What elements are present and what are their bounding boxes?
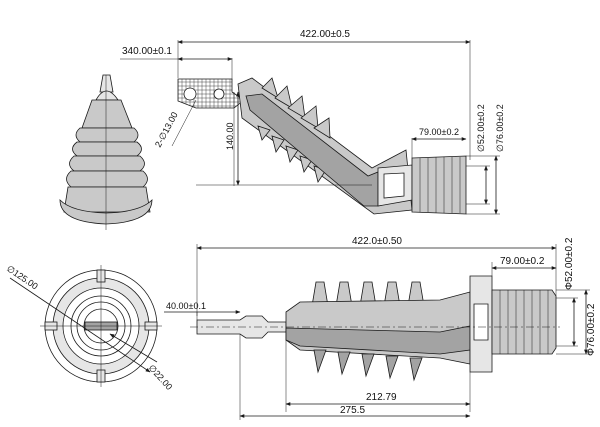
top-end-length-label: 79.00±0.2 xyxy=(419,127,459,137)
bottom-overall-length-label: 422.0±0.50 xyxy=(352,236,402,247)
top-offset-length-label: 340.00±0.1 xyxy=(122,46,172,57)
straight-section-view xyxy=(190,275,560,382)
end-inner-diameter-label: ∅22.00 xyxy=(147,363,175,392)
top-height-label: 140.00 xyxy=(225,122,235,150)
top-hole-spec-label: 2-∅13.00 xyxy=(153,110,180,149)
bottom-end-length-label: 79.00±0.2 xyxy=(500,256,545,267)
side-view xyxy=(59,74,153,230)
top-dimension-lines xyxy=(120,40,500,215)
elbow-section-view xyxy=(177,77,467,215)
top-inner-diameter-label: ∅52.00±0.2 xyxy=(476,104,486,152)
top-outer-diameter-label: ∅76.00±0.2 xyxy=(495,104,505,152)
end-outer-diameter-label: ∅125.00 xyxy=(5,263,40,291)
bottom-body-length-2-label: 275.5 xyxy=(340,405,365,416)
end-view xyxy=(9,265,162,387)
bottom-inner-diameter-label: Φ52.00±0.2 xyxy=(564,237,575,290)
bottom-outer-diameter-label: Φ76.00±0.2 xyxy=(586,303,597,356)
bottom-body-length-1-label: 212.79 xyxy=(366,392,397,403)
top-overall-length-label: 422.00±0.5 xyxy=(300,29,350,40)
bottom-lug-length-label: 40.00±0.1 xyxy=(166,301,206,311)
bottom-dimension-lines xyxy=(164,244,590,420)
